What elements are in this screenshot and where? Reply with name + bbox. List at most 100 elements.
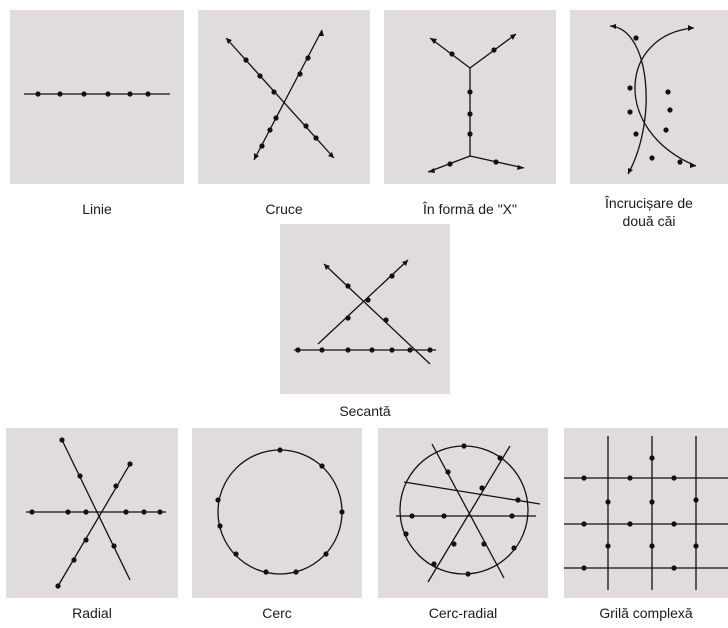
node [693,497,699,503]
arrowhead [690,162,696,168]
node [649,455,655,461]
panel-forma-x [384,10,556,184]
arrowhead [510,34,516,40]
node [383,317,389,323]
line-diagonal [427,445,511,583]
node [303,123,309,129]
node [105,91,111,97]
node [671,475,677,481]
node [71,557,77,563]
node [319,463,325,469]
caption-linie: Linie [82,201,112,217]
caption-cerc: Cerc [262,605,292,621]
panel-cruce [198,10,370,184]
node [305,55,311,61]
node [627,85,633,91]
line-diagonal [323,263,431,365]
caption-cruce: Cruce [265,201,303,217]
diagram-secanta [294,259,436,365]
node [481,541,487,547]
panel-radial [6,428,178,598]
node [403,531,409,537]
node [467,111,473,117]
node [649,155,655,161]
line-diagonal [225,37,335,159]
diagram-cerc-radial [396,443,541,583]
node [427,347,433,353]
line-diagonal [57,463,131,587]
arrowhead [610,24,616,29]
node [389,273,395,279]
node [293,569,299,575]
caption-cerc-radial: Cerc-radial [428,605,498,621]
node [633,131,639,137]
node [431,561,437,567]
panel-secanta [280,224,450,394]
node [407,347,413,353]
diagram-linie [24,91,170,97]
node [29,509,35,515]
caption-secanta: Secantă [339,403,391,419]
node [479,485,485,491]
node [449,51,455,57]
node [233,551,239,557]
arrowhead [324,264,330,270]
node [123,509,129,515]
node [257,73,263,79]
node [649,543,655,549]
node [441,513,447,519]
node [127,461,133,467]
caption-grila: Grilă complexă [599,605,693,621]
node [581,565,587,571]
node [273,115,279,121]
node [649,499,655,505]
node [663,127,669,133]
node [65,509,71,515]
node [35,91,41,97]
diagram-incrucisare [609,24,697,175]
node [633,35,639,41]
node [263,569,269,575]
diagram-cerc [215,447,345,575]
arrowhead [517,165,524,170]
node [451,541,457,547]
panel-linie [10,10,184,184]
arrowhead [226,38,232,44]
node [511,545,517,551]
curve-path [609,25,647,175]
node [627,521,633,527]
arrowhead [318,30,324,36]
node [127,91,133,97]
diagram-forma-x [427,33,525,173]
diagram-grila [564,436,728,590]
node [445,469,451,475]
node [313,135,319,141]
arrowhead [688,25,694,31]
node [627,475,633,481]
node [259,143,265,149]
node [493,159,499,165]
node [677,159,683,165]
arrowhead [328,152,334,158]
panel-cerc [192,428,362,598]
node [605,543,611,549]
node [83,509,89,515]
node [157,509,163,515]
node [59,437,65,443]
diagram-cruce [225,29,335,161]
node [345,283,351,289]
node [141,509,147,515]
line-diagonal [61,439,131,581]
node [491,47,497,53]
node [667,107,673,113]
node [215,497,221,503]
node [467,89,473,95]
curve-path [634,27,697,167]
arrowhead [430,38,437,44]
node [345,347,351,353]
node [83,537,89,543]
arrowhead [254,153,259,160]
node [671,565,677,571]
node [295,347,301,353]
node [323,551,329,557]
